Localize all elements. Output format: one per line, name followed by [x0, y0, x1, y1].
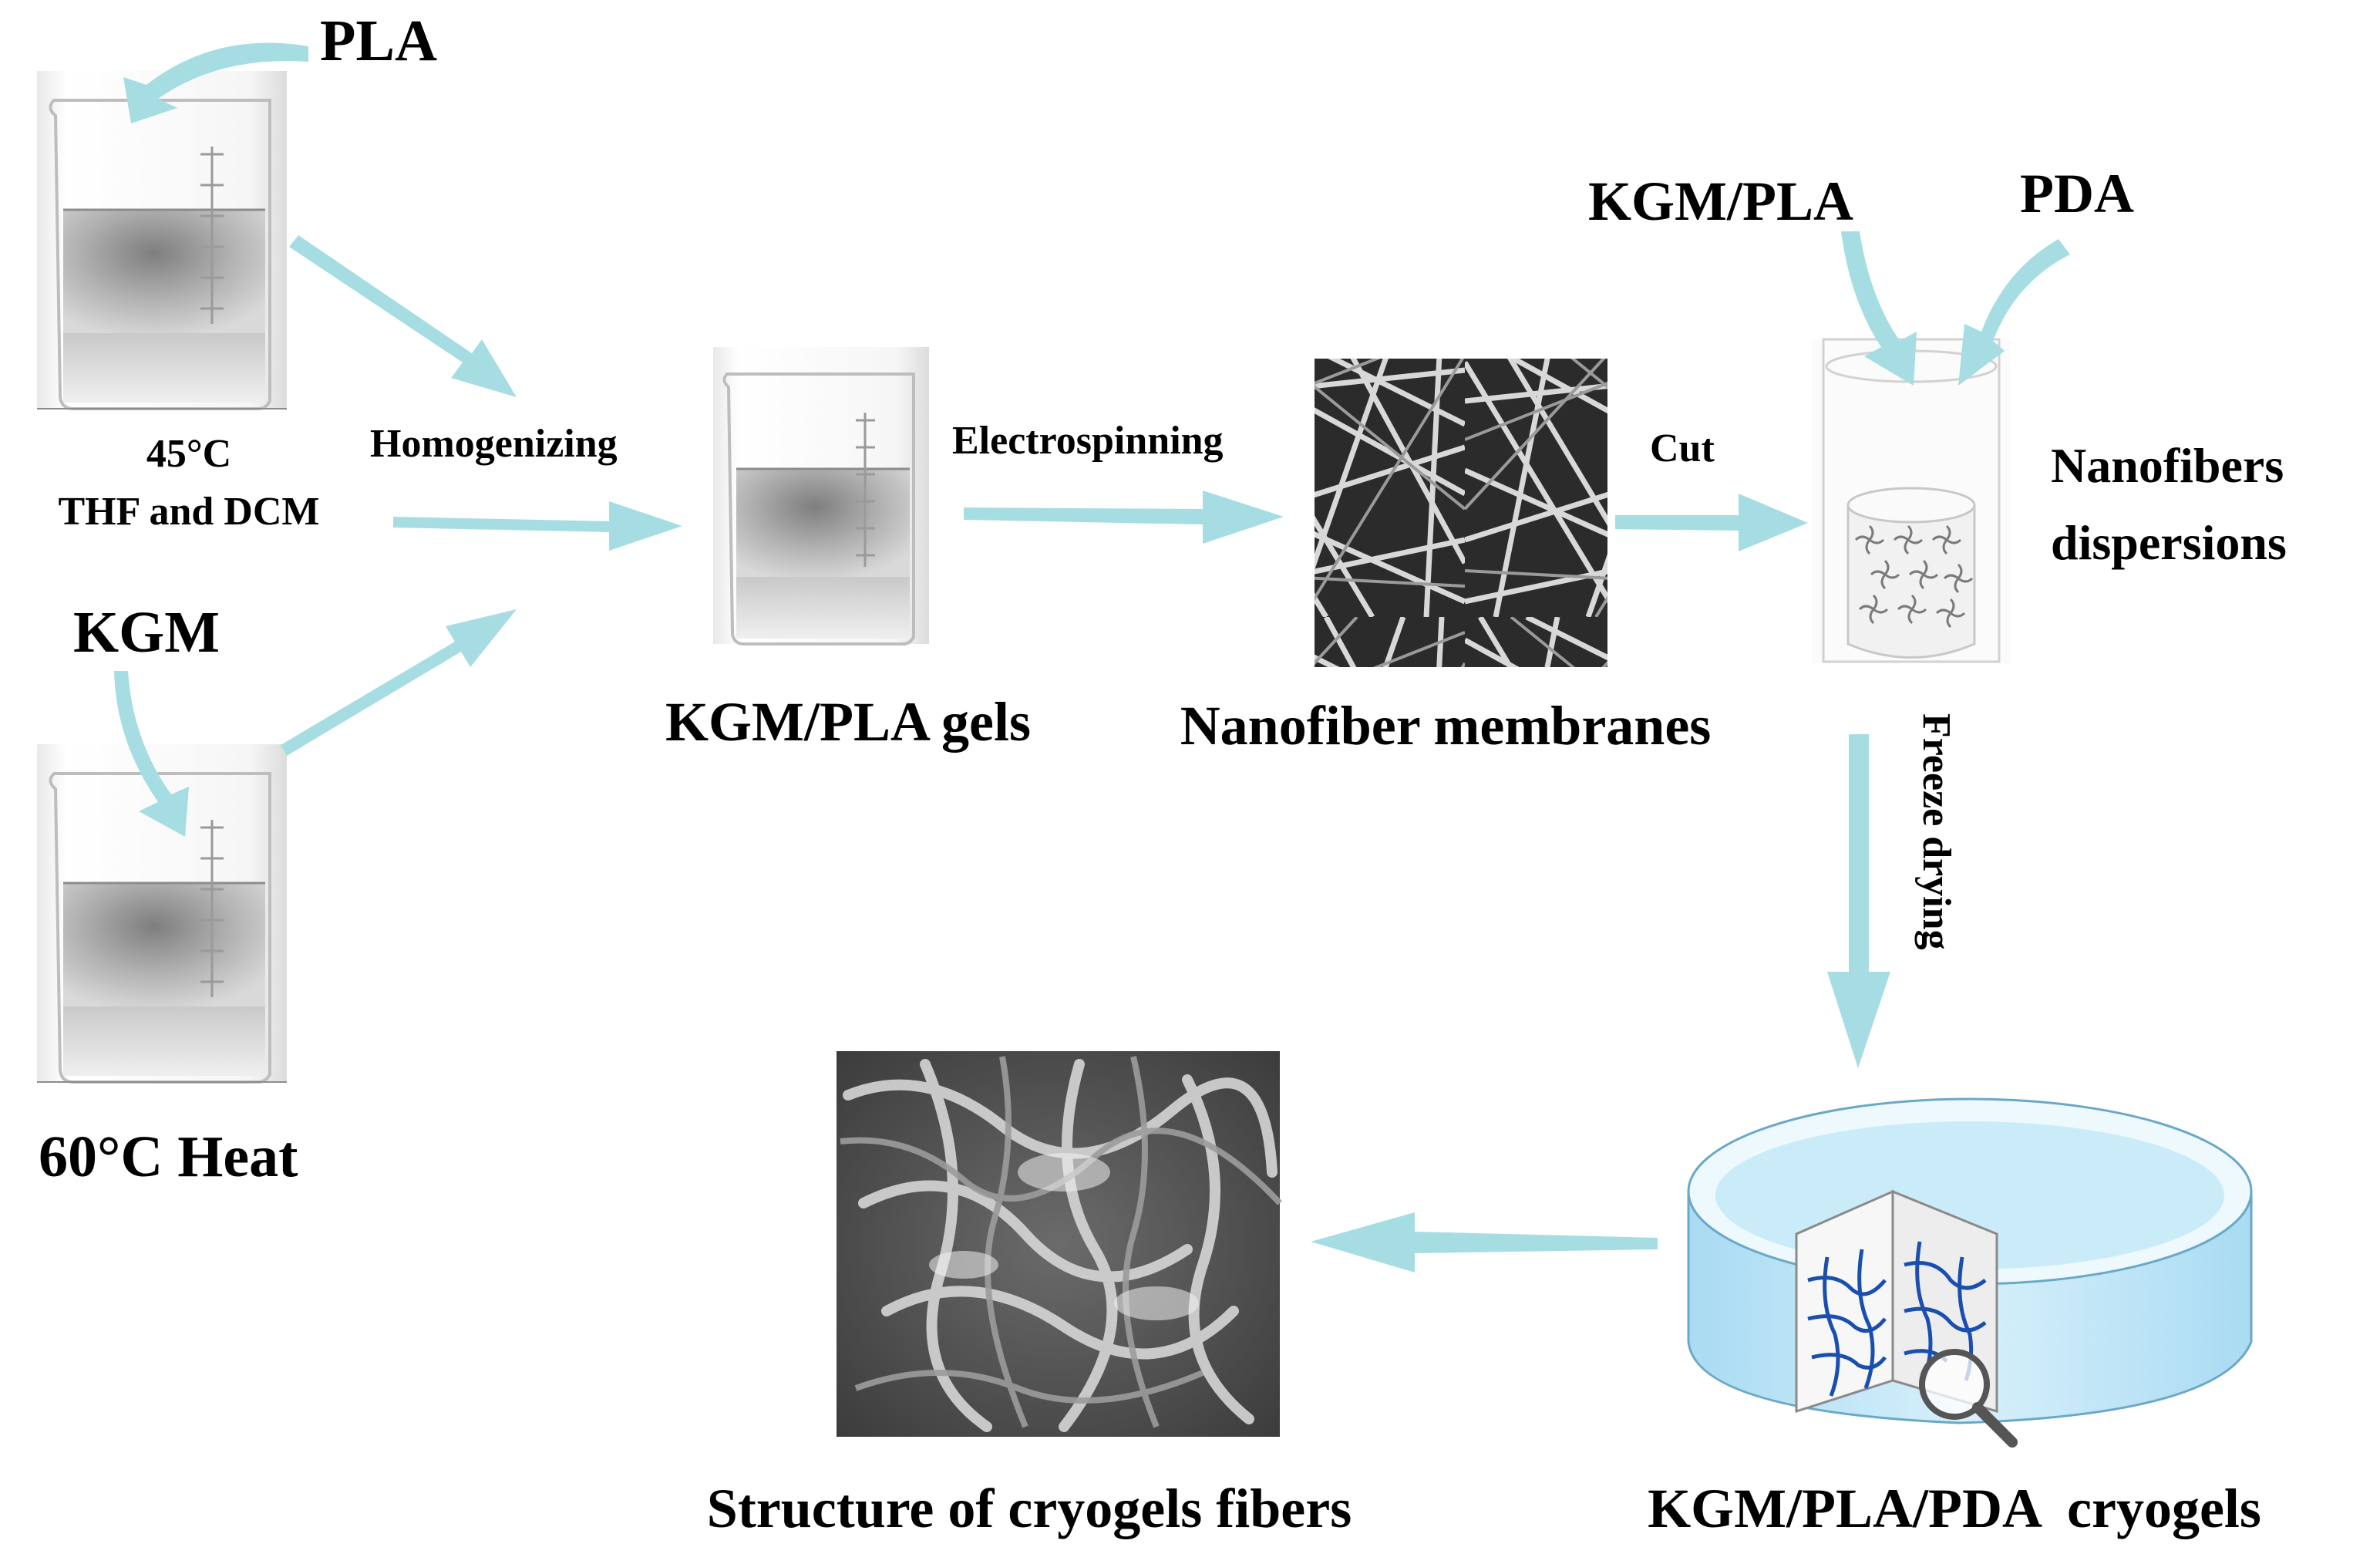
label-45c: 45°C — [146, 432, 231, 476]
magnifier-icon — [1919, 1349, 2018, 1448]
label-dispersions: dispersions — [2051, 515, 2287, 570]
arrow-kgm-pla-to-beaker — [1841, 231, 1917, 386]
label-kgm-pla-gels: KGM/PLA gels — [665, 691, 1031, 753]
label-thf-dcm: THF and DCM — [59, 490, 320, 534]
label-electrospinning: Electrospinning — [952, 419, 1224, 463]
label-freeze-drying: Freeze drying — [1914, 713, 1958, 950]
cryogel-sem-image — [837, 1051, 1282, 1437]
arrow-beaker1-to-gels — [289, 235, 517, 397]
label-homogenizing: Homogenizing — [370, 422, 618, 466]
cryogel-cylinder — [1687, 1097, 2253, 1448]
label-structure: Structure of cryogels fibers — [707, 1478, 1352, 1539]
arrow-pda-to-beaker — [1958, 239, 2070, 386]
label-cryogels: KGM/PLA/PDA cryogels — [1648, 1478, 2261, 1539]
arrow-beaker2-to-gels — [281, 609, 517, 756]
nanofiber-sem-image — [1315, 359, 1607, 667]
label-kgm-pla: KGM/PLA — [1588, 170, 1853, 232]
arrow-conditions-to-gels — [393, 501, 682, 551]
arrow-freeze-drying — [1827, 734, 1890, 1068]
arrow-cryogel-to-structure — [1311, 1212, 1658, 1273]
label-60c-heat: 60°C Heat — [39, 1124, 298, 1189]
label-pda: PDA — [2020, 163, 2134, 224]
arrow-pla-down — [123, 42, 308, 123]
label-kgm: KGM — [73, 600, 220, 665]
beaker-pla — [37, 71, 287, 410]
label-nanofiber-membranes: Nanofiber membranes — [1180, 695, 1712, 757]
beaker-dispersion — [1812, 338, 2011, 663]
label-cut: Cut — [1650, 426, 1715, 470]
fiber-particles — [1854, 524, 1974, 629]
arrow-membranes-to-dispersion — [1615, 494, 1808, 551]
arrow-gels-to-membranes — [964, 490, 1284, 544]
label-nanofibers: Nanofibers — [2051, 438, 2284, 493]
label-pla: PLA — [320, 8, 437, 73]
arrow-kgm-down — [114, 671, 189, 837]
beaker-gels — [713, 347, 929, 646]
